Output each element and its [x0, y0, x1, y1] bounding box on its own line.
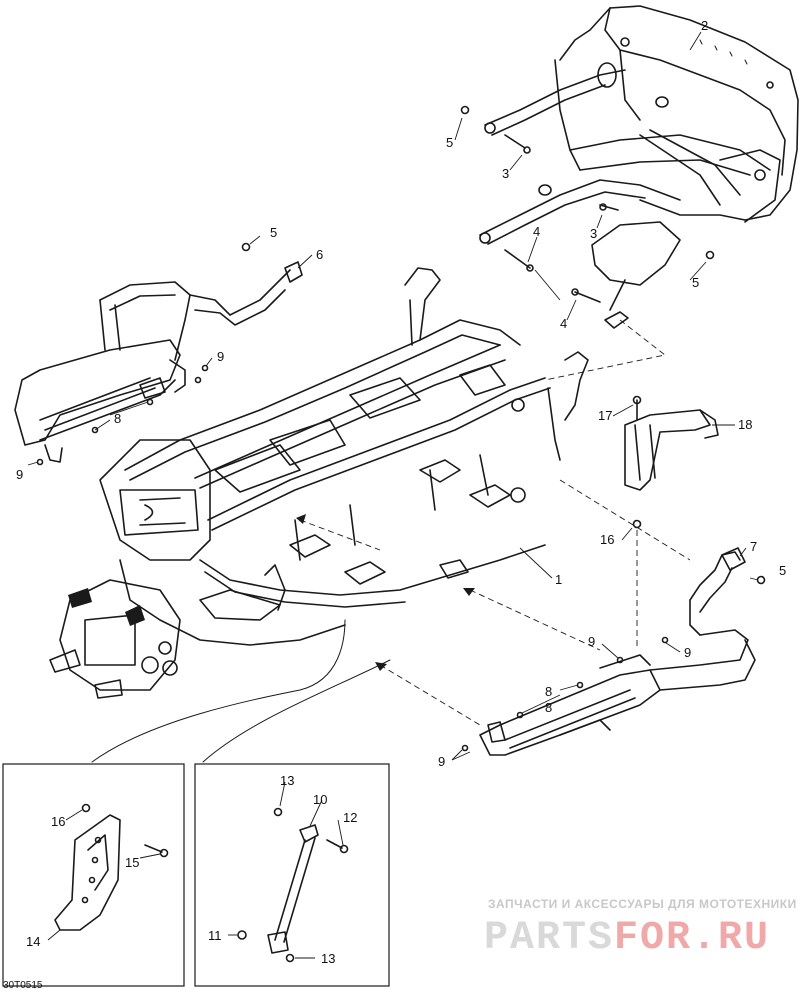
drawing-code: 30T0515 [3, 980, 43, 991]
callout-8: 8 [545, 700, 552, 715]
main-frame [49, 267, 589, 699]
callout-3: 3 [590, 226, 597, 241]
detail-panel-left [2, 763, 185, 987]
watermark-logo: PARTSFOR.RU [484, 916, 770, 961]
callout-10: 10 [313, 792, 327, 807]
callout-2: 2 [701, 18, 708, 33]
bracket-18 [624, 409, 719, 491]
callout-5: 5 [270, 225, 277, 240]
callout-9: 9 [684, 645, 691, 660]
rear-subframe [479, 5, 799, 329]
callout-8: 8 [114, 411, 121, 426]
callout-15: 15 [125, 855, 139, 870]
watermark-logo-accent: FOR.RU [614, 916, 770, 961]
detail-panel-right [194, 763, 390, 987]
callout-13: 13 [280, 773, 294, 788]
callout-16: 16 [51, 814, 65, 829]
detail-rod-10 [237, 807, 349, 963]
callout-5: 5 [446, 135, 453, 150]
callout-9: 9 [588, 634, 595, 649]
alignment-lines [296, 269, 691, 726]
right-footrest [479, 547, 756, 756]
callout-4: 4 [560, 316, 567, 331]
callout-16: 16 [600, 532, 614, 547]
callout-5: 5 [779, 563, 786, 578]
callout-7: 7 [750, 539, 757, 554]
callout-11: 11 [208, 928, 222, 943]
detail-connector-curve-2 [202, 659, 391, 763]
callout-1: 1 [555, 572, 562, 587]
callout-18: 18 [738, 417, 752, 432]
callout-4: 4 [533, 224, 540, 239]
callout-12: 12 [343, 810, 357, 825]
callout-14: 14 [26, 934, 40, 949]
callout-17: 17 [598, 408, 612, 423]
watermark-tagline: ЗАПЧАСТИ И АКСЕССУАРЫ ДЛЯ МОТОТЕХНИКИ [488, 897, 797, 911]
callout-6: 6 [316, 247, 323, 262]
watermark: ЗАПЧАСТИ И АКСЕССУАРЫ ДЛЯ МОТОТЕХНИКИ PA… [484, 897, 797, 961]
detail-connector-curve [91, 619, 346, 763]
callout-9: 9 [438, 754, 445, 769]
callout-labels: 1 2 3 3 4 4 5 5 5 5 6 7 8 8 8 9 9 9 9 9 … [16, 18, 786, 966]
leader-lines [27, 31, 759, 959]
detail-bracket-14 [54, 803, 169, 931]
callout-8: 8 [545, 684, 552, 699]
callout-13: 13 [321, 951, 335, 966]
callout-9: 9 [217, 349, 224, 364]
watermark-logo-main: PARTS [484, 916, 614, 961]
callout-3: 3 [502, 166, 509, 181]
callout-9: 9 [16, 467, 23, 482]
hardware [36, 105, 766, 752]
callout-5: 5 [692, 275, 699, 290]
left-footrest [14, 261, 303, 463]
